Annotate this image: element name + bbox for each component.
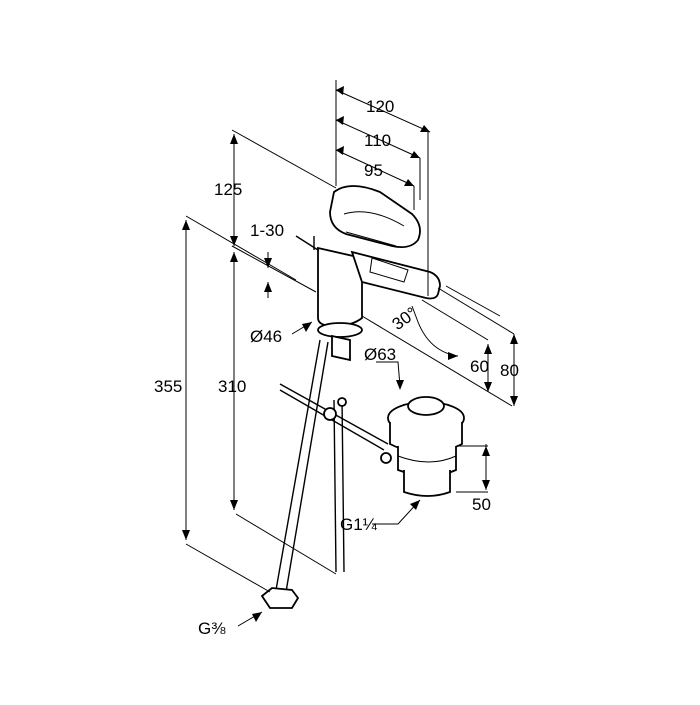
dim-30-degree-label: 30° <box>389 303 421 333</box>
dim-1-30-label: 1-30 <box>250 221 284 240</box>
dim-50-label: 50 <box>472 495 491 514</box>
dim-dia-46-label: Ø46 <box>250 327 282 346</box>
thread-g3-8-label: G⅜ <box>198 619 226 638</box>
pop-up-rod <box>279 383 392 464</box>
dim-125-label: 125 <box>214 180 242 199</box>
waste-valve <box>387 396 465 497</box>
arrowheads <box>182 86 518 622</box>
dim-310-label: 310 <box>218 377 246 396</box>
dim-dia-63-label: Ø63 <box>364 345 396 364</box>
dim-120-label: 120 <box>366 97 394 116</box>
dim-355-label: 355 <box>154 377 182 396</box>
dim-80-label: 80 <box>500 361 519 380</box>
faucet-body <box>295 185 441 362</box>
supply-hose <box>260 339 345 609</box>
dim-60-label: 60 <box>470 357 489 376</box>
thread-g1-1-4-label: G1¼ <box>340 515 378 534</box>
dim-95-label: 95 <box>364 161 383 180</box>
dim-110-label: 110 <box>364 131 391 150</box>
